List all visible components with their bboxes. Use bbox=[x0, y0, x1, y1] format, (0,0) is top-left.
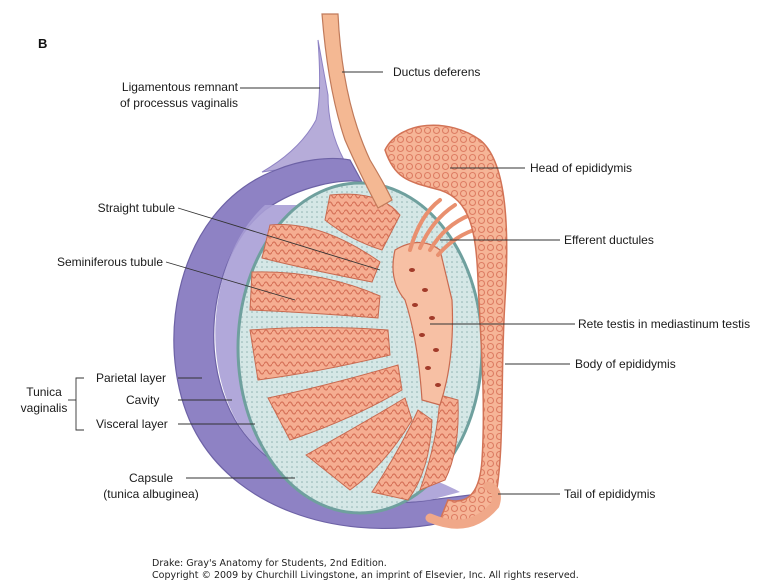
label-parietal-layer: Parietal layer bbox=[96, 371, 166, 386]
label-straight-tubule: Straight tubule bbox=[60, 201, 175, 216]
tunica-bracket bbox=[76, 378, 84, 430]
label-vaginalis: vaginalis bbox=[14, 401, 74, 416]
label-ligamentous-remnant-line2: of processus vaginalis bbox=[80, 96, 238, 111]
label-capsule: Capsule bbox=[120, 471, 182, 486]
label-body-of-epididymis: Body of epididymis bbox=[575, 357, 676, 372]
label-cavity: Cavity bbox=[126, 393, 159, 408]
label-ductus-deferens: Ductus deferens bbox=[393, 65, 480, 80]
label-tunica-albuginea: (tunica albuginea) bbox=[86, 487, 216, 502]
label-tail-of-epididymis: Tail of epididymis bbox=[564, 487, 655, 502]
label-efferent-ductules: Efferent ductules bbox=[564, 233, 654, 248]
label-seminiferous-tubule: Seminiferous tubule bbox=[20, 255, 163, 270]
label-rete-testis: Rete testis in mediastinum testis bbox=[578, 317, 750, 332]
credit-line-1: Drake: Gray's Anatomy for Students, 2nd … bbox=[152, 558, 387, 569]
credit-line-2: Copyright © 2009 by Churchill Livingston… bbox=[152, 570, 579, 581]
label-head-of-epididymis: Head of epididymis bbox=[530, 161, 632, 176]
label-tunica: Tunica bbox=[18, 385, 70, 400]
panel-letter: B bbox=[38, 36, 47, 51]
label-ligamentous-remnant-line1: Ligamentous remnant bbox=[100, 80, 238, 95]
label-visceral-layer: Visceral layer bbox=[96, 417, 168, 432]
